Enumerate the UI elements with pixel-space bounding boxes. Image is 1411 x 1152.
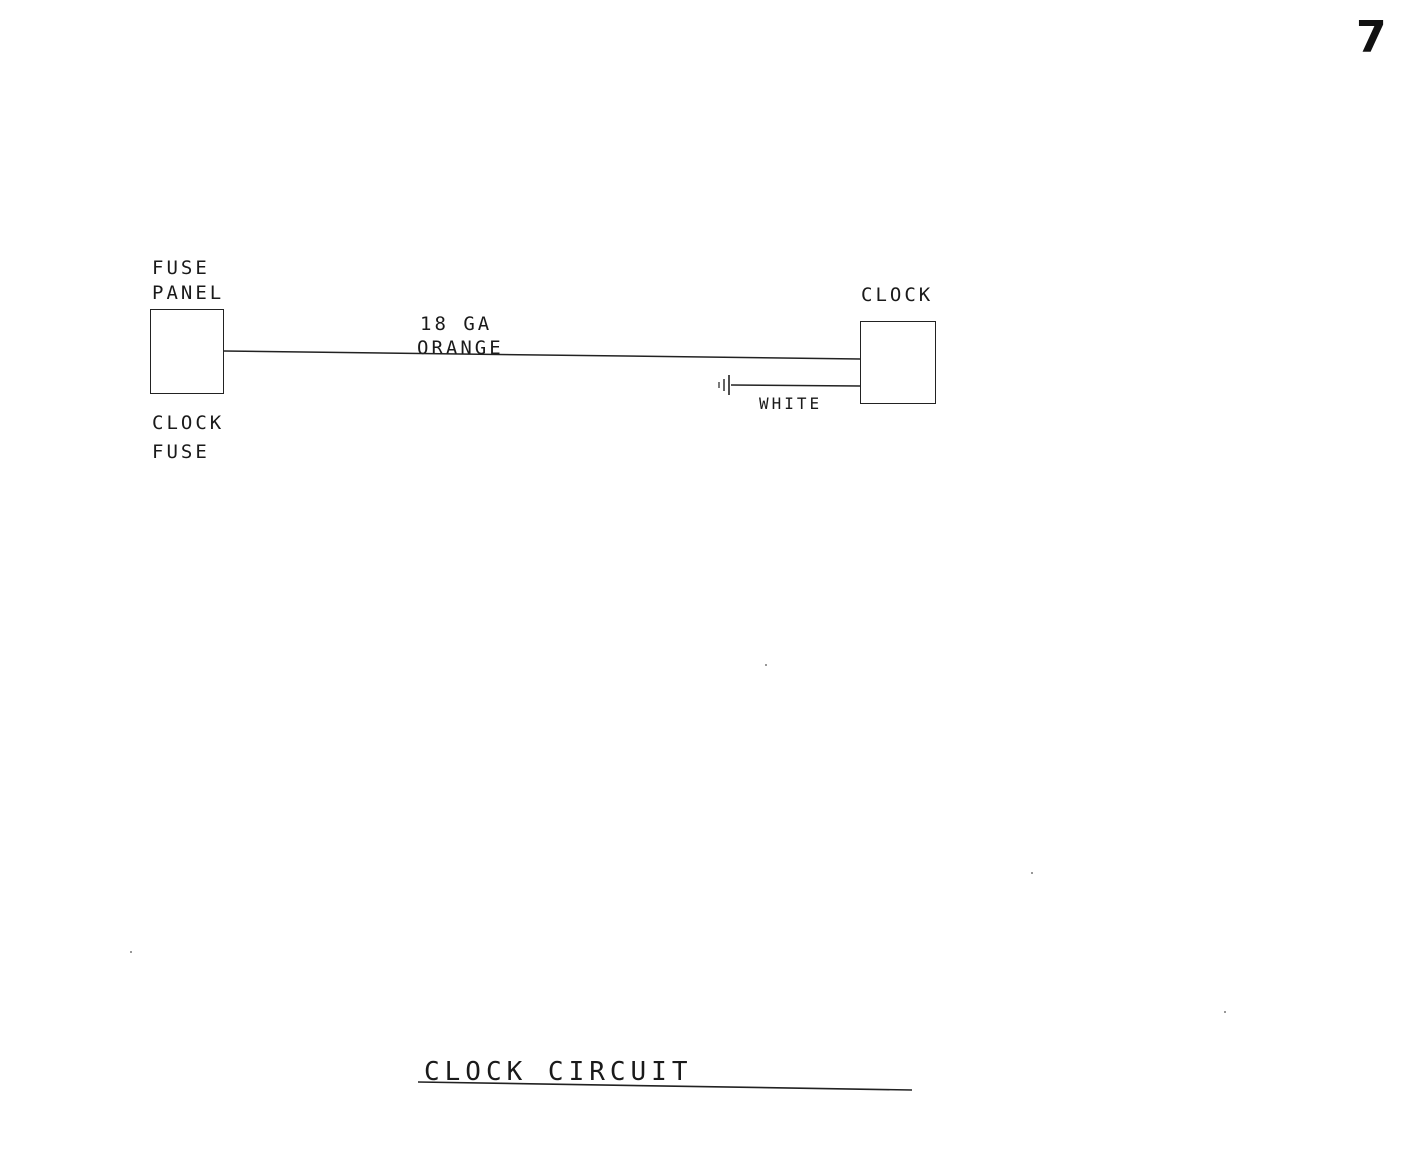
diagram-title: CLOCK CIRCUIT [424, 1057, 693, 1087]
ground-wire [730, 384, 861, 387]
clock-box [860, 321, 936, 404]
supply-wire-gauge-label: 18 GA [420, 313, 493, 335]
scan-speck [765, 664, 767, 666]
scan-speck [130, 951, 132, 953]
supply-wire [223, 350, 861, 360]
fuse-panel-box [150, 309, 224, 394]
supply-wire-color-label: ORANGE [417, 337, 504, 359]
title-underline [417, 1081, 913, 1091]
clock-fuse-label-line2: FUSE [152, 441, 210, 463]
ground-wire-color-label: WHITE [759, 394, 823, 413]
fuse-panel-label-line1: FUSE [152, 257, 210, 279]
scan-speck [1224, 1011, 1226, 1013]
fuse-panel-label-line2: PANEL [152, 282, 225, 304]
clock-fuse-label-line1: CLOCK [152, 412, 225, 434]
scan-speck [1031, 872, 1033, 874]
page-number: 7 [1356, 12, 1387, 63]
ground-symbol-icon [718, 375, 730, 395]
clock-label: CLOCK [861, 284, 934, 306]
